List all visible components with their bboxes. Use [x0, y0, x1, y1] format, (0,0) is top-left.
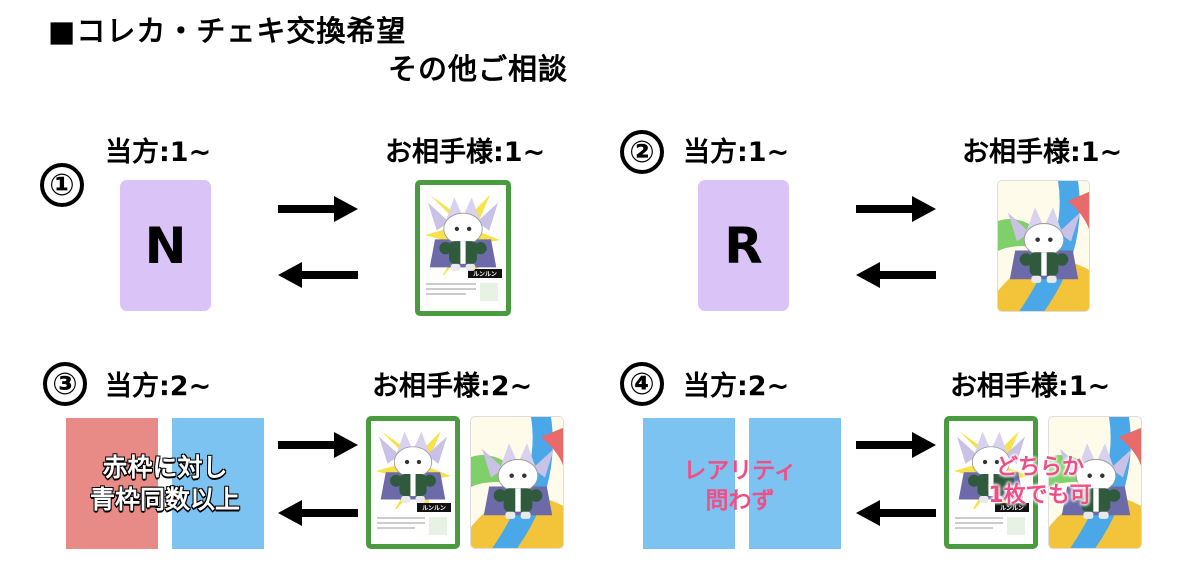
section-4-note: レアリティ 問わず [650, 456, 830, 516]
section-2-arrow-right [856, 196, 936, 222]
svg-text:ルンルン: ルンルン [422, 505, 446, 512]
section-4-rare-card [1048, 416, 1142, 549]
section-4-theirs-label: お相手様:1~ [950, 371, 1111, 402]
section-4-mine-label: 当方:2~ [683, 371, 790, 402]
section-2-rare-card [997, 180, 1090, 312]
section-3-theirs-label: お相手様:2~ [372, 371, 533, 402]
section-4-note2-line1: どちらか [995, 455, 1084, 480]
section-4-blue-card-1 [643, 418, 735, 549]
section-4-green-card: ルンルン [944, 416, 1038, 549]
section-3-arrow-left [278, 500, 358, 526]
section-4-note-line1: レアリティ [683, 458, 797, 484]
section-3-rare-card [470, 416, 564, 549]
section-3-mine-label: 当方:2~ [105, 371, 212, 402]
section-4-note-2: どちらか 1枚でも可 [950, 454, 1130, 510]
section-3-note-line1: 赤枠に対し [102, 453, 228, 483]
section-3-red-card [66, 418, 158, 549]
svg-text:ルンルン: ルンルン [473, 271, 497, 278]
section-1-theirs-label: お相手様:1~ [385, 137, 546, 168]
section-2-number: ② [620, 130, 664, 174]
section-3-note-line2: 青枠同数以上 [89, 485, 240, 515]
section-2-character-icon [1008, 205, 1080, 287]
section-1-mine-label: 当方:1~ [105, 137, 212, 168]
section-1-character-icon [428, 195, 498, 275]
section-4-number: ④ [620, 362, 664, 406]
section-1-number: ① [40, 163, 84, 207]
section-1-arrow-right [278, 196, 358, 222]
section-4-blue-card-2 [749, 418, 841, 549]
section-4-arrow-left [856, 500, 936, 526]
header-subtitle: その他ご相談 [388, 52, 569, 86]
section-4-arrow-right [856, 432, 936, 458]
header-title: ■コレカ・チェキ交換希望 [48, 14, 407, 48]
section-2-arrow-left [856, 262, 936, 288]
section-3-rare-character-icon [482, 441, 554, 523]
section-3-green-card: ルンルン [366, 416, 460, 549]
svg-text:ルンルン: ルンルン [1000, 505, 1024, 512]
section-1-n-card: N [120, 180, 211, 311]
section-3-arrow-right [278, 432, 358, 458]
section-3-blue-card [172, 418, 264, 549]
section-3-number: ③ [43, 362, 87, 406]
section-4-note2-line2: 1枚でも可 [988, 483, 1092, 508]
section-1-arrow-left [278, 262, 358, 288]
section-3-character-icon [379, 429, 447, 507]
section-2-theirs-label: お相手様:1~ [962, 137, 1123, 168]
section-4-note-line2: 問わず [705, 488, 775, 514]
section-2-r-card: R [698, 180, 789, 311]
section-3-note: 赤枠に対し 青枠同数以上 [60, 452, 270, 516]
section-2-mine-label: 当方:1~ [683, 137, 790, 168]
section-1-green-card: ルンルン [415, 180, 511, 316]
